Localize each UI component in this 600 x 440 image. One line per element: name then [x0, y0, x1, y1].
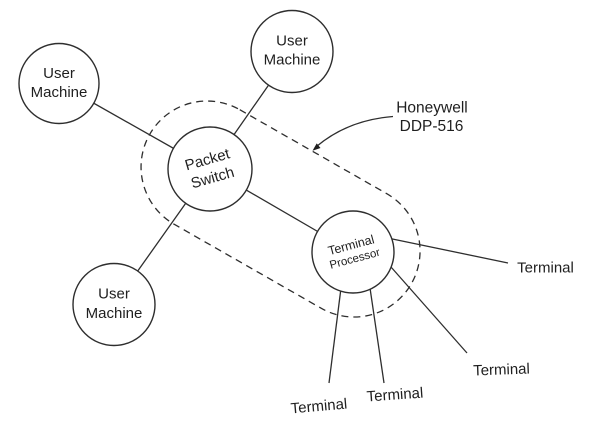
terminal-label-bottom-mid: Terminal [366, 385, 424, 406]
link-terminal-processor-to-terminal-mid-right [390, 266, 468, 354]
link-terminal-processor-to-terminal-bottom-mid [369, 287, 385, 384]
link-terminal-processor-to-terminal-bottom-left [328, 287, 342, 384]
link-terminal-processor-to-terminal-right [389, 237, 509, 264]
user-machine-top-center-label-line1: User [276, 33, 308, 50]
annotation-label-line2: DDP-516 [400, 118, 464, 135]
terminal-label-right: Terminal [517, 260, 574, 277]
node-packet-switch: Packet Switch [167, 126, 253, 212]
user-machine-top-left-label-line1: User [43, 65, 75, 82]
node-user-machine-top-left: User Machine [18, 42, 100, 125]
annotation-arrowhead [312, 143, 321, 151]
user-machine-bottom-left-label-line2: Machine [86, 305, 143, 322]
user-machine-top-left-label-line2: Machine [31, 84, 88, 101]
terminal-label-mid-right: Terminal [473, 361, 530, 380]
node-user-machine-top-center: User Machine [250, 9, 334, 94]
node-terminal-processor: Terminal Processor [311, 210, 395, 294]
user-machine-top-center-label-line2: Machine [264, 52, 321, 69]
terminal-label-bottom-left: Terminal [290, 396, 348, 418]
annotation-label-line1: Honeywell [396, 100, 468, 117]
ddp516-boundary-dashed [140, 100, 421, 318]
user-machine-top-center-circle [250, 9, 334, 94]
user-machine-bottom-left-circle [72, 262, 156, 347]
annotation-honeywell-ddp516: Honeywell DDP-516 [396, 100, 468, 136]
packet-switch-circle [167, 126, 253, 212]
user-machine-bottom-left-label-line1: User [98, 286, 130, 303]
annotation-arrow [316, 115, 394, 147]
terminal-processor-circle [311, 210, 395, 294]
node-user-machine-bottom-left: User Machine [72, 262, 156, 347]
user-machine-top-left-circle [18, 42, 100, 125]
